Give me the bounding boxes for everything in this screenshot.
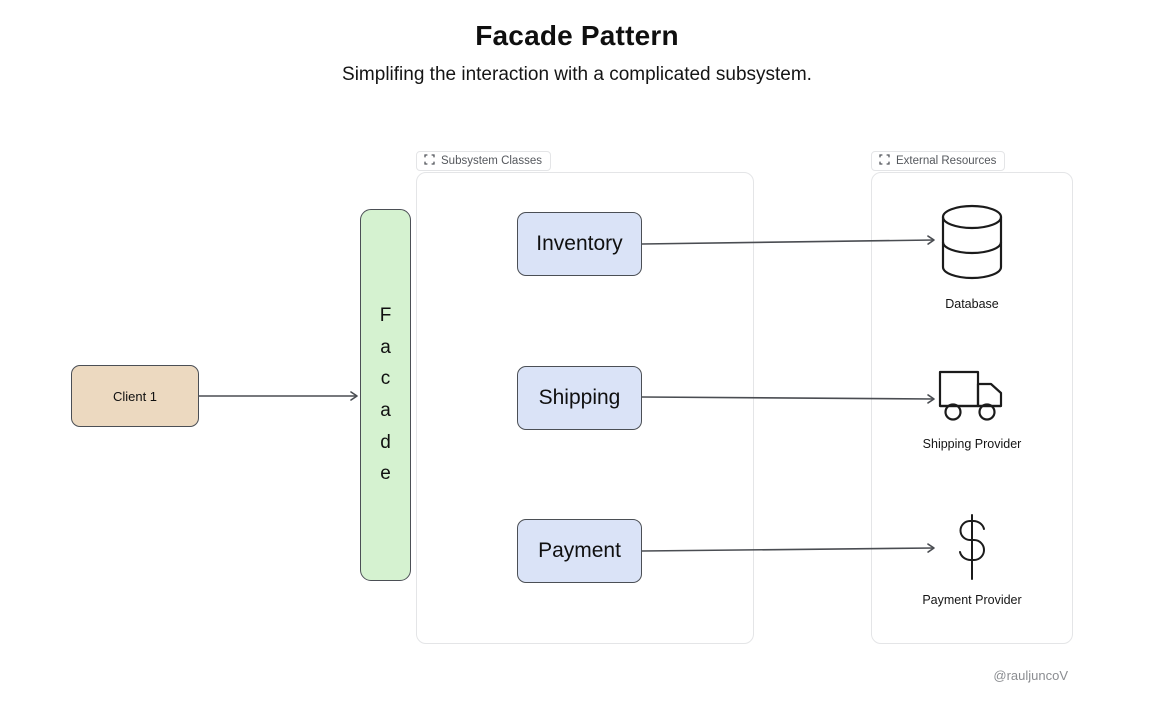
facade-letter: F <box>379 305 392 327</box>
resource-payment-provider[interactable]: Payment Provider <box>912 512 1032 607</box>
resource-database[interactable]: Database <box>912 204 1032 311</box>
node-client-1[interactable]: Client 1 <box>71 365 199 427</box>
group-tag-subsystem-classes[interactable]: Subsystem Classes <box>416 151 551 171</box>
facade-letter: d <box>380 431 391 453</box>
frame-icon <box>424 154 435 168</box>
facade-letter: a <box>380 400 391 421</box>
node-shipping[interactable]: Shipping <box>517 366 642 430</box>
page-title: Facade Pattern <box>475 20 679 51</box>
watermark: @rauljuncoV <box>993 668 1068 683</box>
resource-caption: Payment Provider <box>922 593 1022 607</box>
node-payment[interactable]: Payment <box>517 519 642 583</box>
node-label: Client 1 <box>112 388 158 404</box>
node-inventory[interactable]: Inventory <box>517 212 642 276</box>
truck-icon <box>937 368 1007 427</box>
facade-letter: c <box>380 368 391 390</box>
facade-letter: a <box>380 336 391 358</box>
node-label: Shipping <box>538 386 621 409</box>
resource-caption: Database <box>945 297 999 311</box>
group-tag-label: External Resources <box>896 155 997 167</box>
group-tag-label: Subsystem Classes <box>441 155 542 167</box>
database-icon <box>940 204 1004 285</box>
resource-caption: Shipping Provider <box>922 437 1022 451</box>
dollar-icon <box>944 512 1000 587</box>
node-label: Payment <box>538 539 621 562</box>
page-subtitle: Simplifing the interaction with a compli… <box>342 64 812 85</box>
node-facade[interactable]: F a c a d e <box>360 209 411 581</box>
frame-icon <box>879 154 890 168</box>
node-label: Inventory <box>536 232 623 255</box>
facade-letter: e <box>380 463 391 485</box>
group-tag-external-resources[interactable]: External Resources <box>871 151 1006 171</box>
resource-shipping-provider[interactable]: Shipping Provider <box>912 368 1032 451</box>
